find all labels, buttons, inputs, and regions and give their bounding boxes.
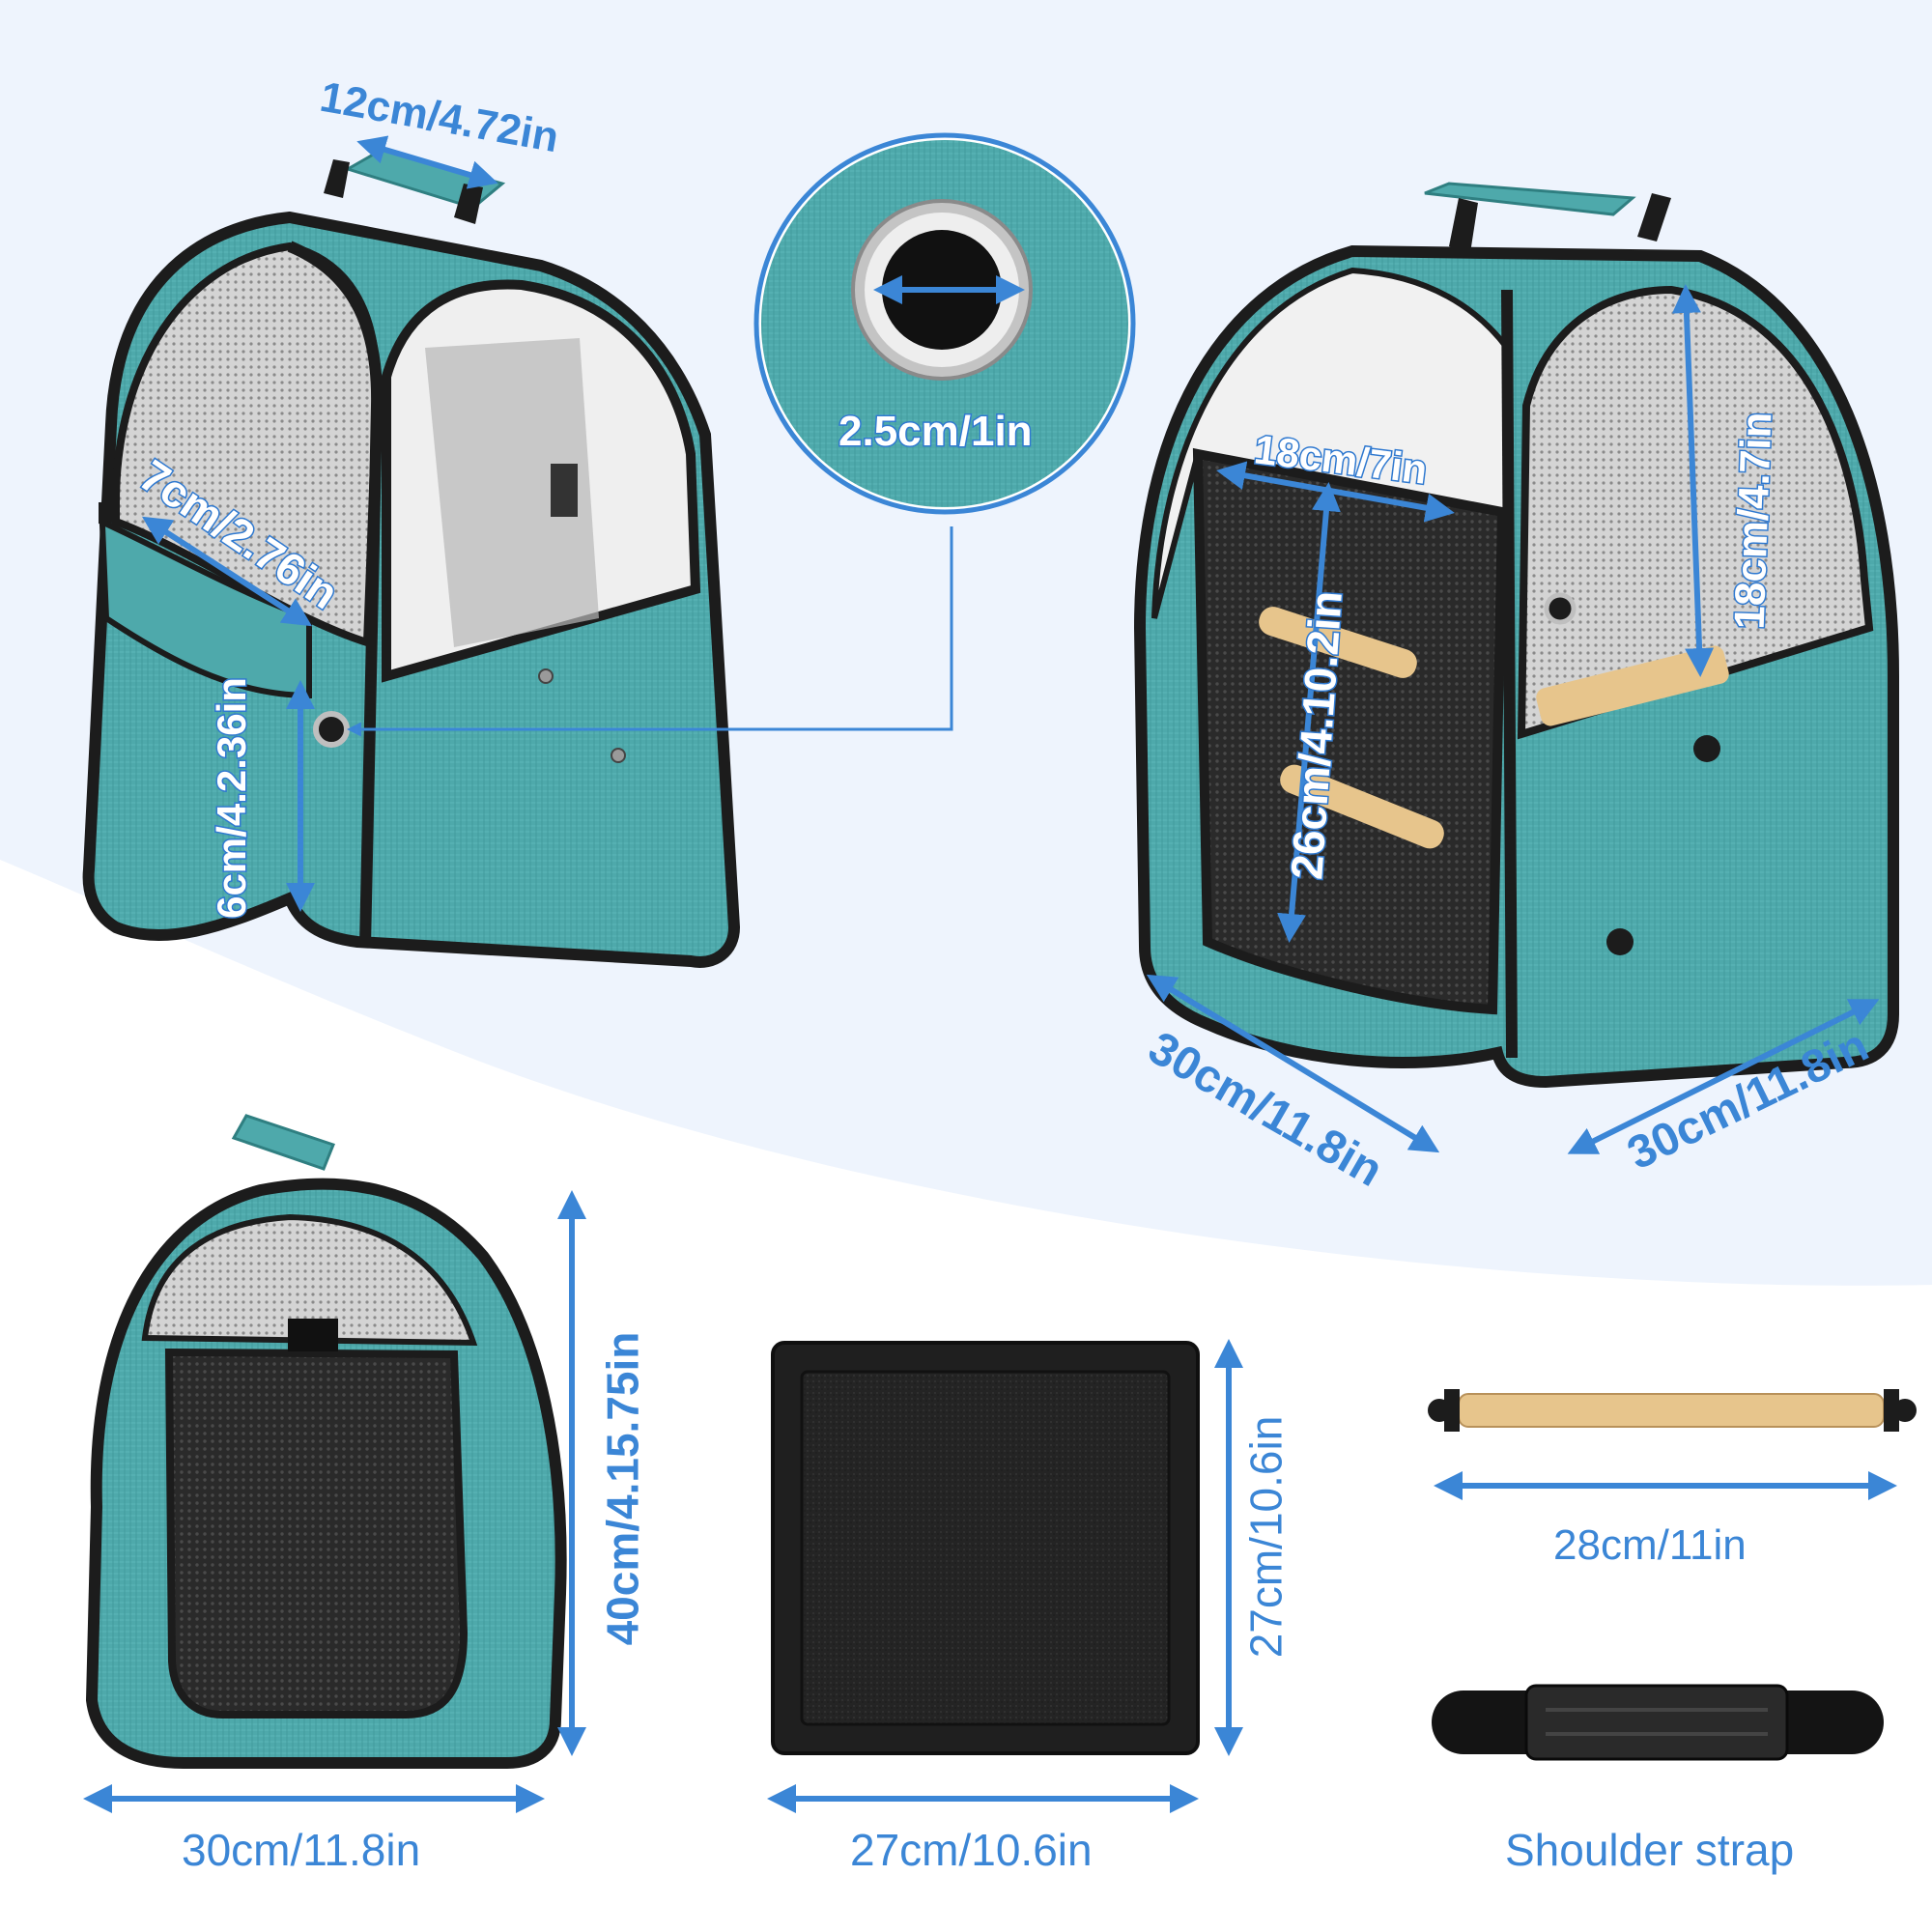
perch-knob-icon [1606, 735, 1720, 955]
double-arrow-icon [1567, 999, 1880, 1154]
grommet-diameter-label: 2.5cm/1in [838, 408, 1035, 455]
pocket-height-label: 6cm/4.2.36in [207, 676, 255, 921]
carrier-width-label: 30cm/11.8in [182, 1825, 421, 1875]
window-height-label: 18cm/4.7in [1724, 410, 1782, 632]
perch-accessory [1428, 1389, 1917, 1432]
double-arrow-icon [356, 135, 498, 189]
zoom-connector-line [347, 526, 953, 737]
carrier-height-label: 40cm/4.15.75in [597, 1331, 648, 1646]
litter-tray [771, 1341, 1200, 1755]
double-arrow-icon [141, 516, 313, 627]
double-arrow-icon [1146, 974, 1440, 1153]
shoulder-strap-accessory [1432, 1684, 1884, 1761]
shoulder-strap-label: Shoulder strap [1505, 1825, 1795, 1875]
perch-length-label: 28cm/11in [1553, 1521, 1747, 1569]
carrier-back-view [85, 1114, 567, 1769]
carrier-front-view [1133, 182, 1899, 1089]
double-arrow-icon [1671, 284, 1715, 677]
carrier-side-view [82, 148, 741, 968]
tray-height-label: 27cm/10.6in [1240, 1415, 1292, 1659]
dimension-arrows [83, 135, 1897, 1813]
tray-width-label: 27cm/10.6in [850, 1825, 1093, 1875]
double-arrow-icon [1277, 482, 1341, 943]
